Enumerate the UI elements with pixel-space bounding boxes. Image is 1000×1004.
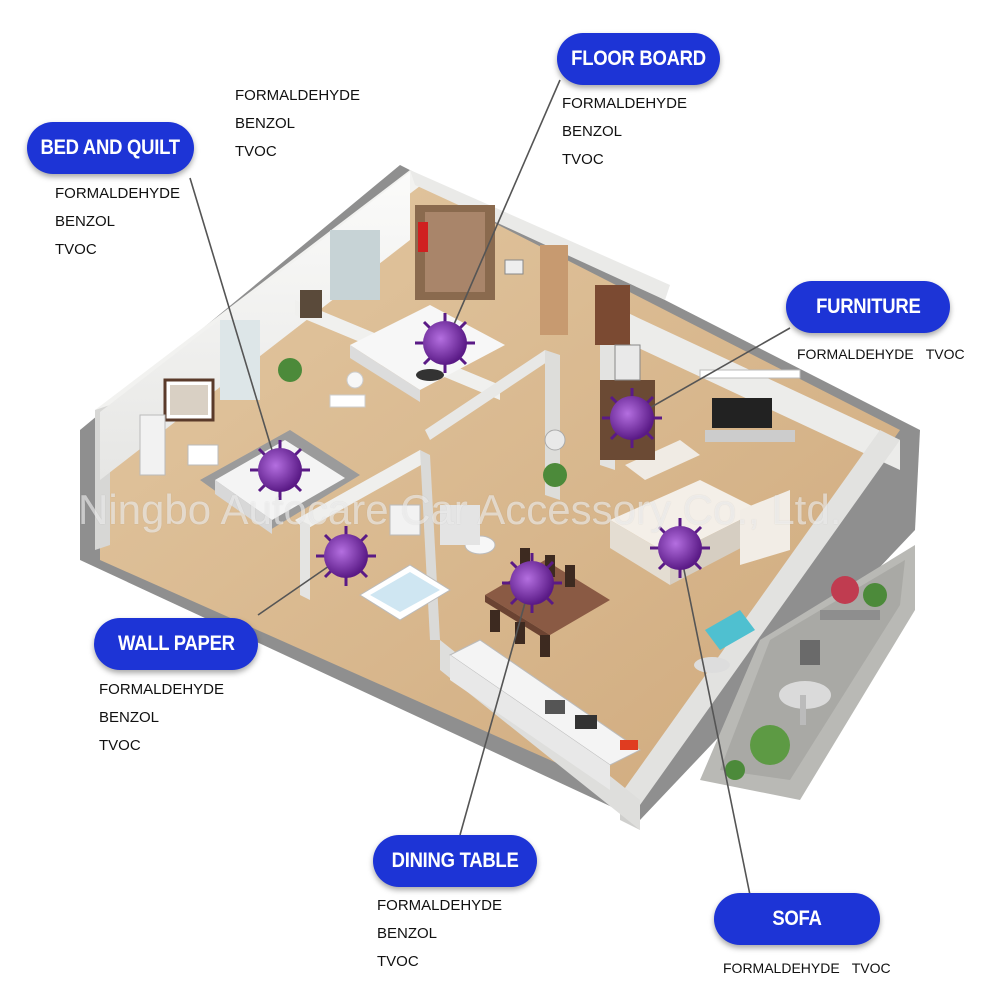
virus-icon [502, 553, 562, 613]
dining-table-title: DINING TABLE [391, 849, 519, 872]
wall-paper-chemicals: FORMALDEHYDE BENZOL TVOC [99, 676, 224, 760]
floor-board-title: FLOOR BOARD [571, 47, 706, 70]
top-chemicals-block: FORMALDEHYDE BENZOL TVOC [235, 82, 360, 166]
chemical-item: TVOC [235, 143, 277, 160]
chemical-item: FORMALDEHYDE [99, 681, 225, 698]
bed-and-quilt-title: BED AND QUILT [40, 136, 181, 159]
dining-table-label: DINING TABLE [373, 835, 537, 887]
chemical-item: TVOC [925, 346, 965, 362]
chemical-item: FORMALDEHYDE [55, 185, 181, 202]
chemical-item: BENZOL [235, 115, 296, 132]
chemical-item: TVOC [562, 151, 604, 168]
sofa-chemicals: FORMALDEHYDE TVOC [723, 960, 903, 976]
bathroom-fixtures [359, 504, 496, 621]
chemical-item: TVOC [99, 737, 141, 754]
chemical-item: BENZOL [55, 213, 116, 230]
chemical-item: BENZOL [377, 925, 438, 942]
chemical-item: BENZOL [99, 709, 160, 726]
virus-markers [250, 313, 710, 613]
bed-and-quilt-chemicals: FORMALDEHYDE BENZOL TVOC [55, 180, 180, 264]
balcony-furniture [725, 576, 887, 780]
sofa-title: SOFA [772, 907, 822, 930]
pointer-furniture [631, 327, 791, 419]
chemical-item: FORMALDEHYDE [377, 897, 503, 914]
virus-icon [415, 313, 475, 373]
bed-and-quilt-label: BED AND QUILT [27, 122, 194, 174]
chemical-item: FORMALDEHYDE [797, 346, 914, 362]
watermark-text: Ningbo Autocare Car Accessory Co., Ltd. [78, 486, 842, 533]
virus-icon [316, 526, 376, 586]
chemical-item: BENZOL [562, 123, 623, 140]
chemical-item: TVOC [55, 241, 97, 258]
chemical-item: TVOC [851, 960, 891, 976]
chemical-item: FORMALDEHYDE [235, 87, 361, 104]
pointer-floor-board [444, 79, 561, 346]
virus-icon [602, 388, 662, 448]
floor-board-label: FLOOR BOARD [557, 33, 720, 85]
chemical-item: FORMALDEHYDE [562, 95, 688, 112]
sofa-label: SOFA [714, 893, 880, 945]
chemical-item: FORMALDEHYDE [723, 960, 840, 976]
virus-icon [250, 440, 310, 500]
pointer-lines [189, 79, 791, 896]
floor-board-chemicals: FORMALDEHYDE BENZOL TVOC [562, 90, 687, 174]
pointer-bed-and-quilt [189, 177, 279, 471]
chemical-item: TVOC [377, 953, 419, 970]
dining-table-chemicals: FORMALDEHYDE BENZOL TVOC [377, 892, 502, 976]
pointer-sofa [679, 549, 751, 896]
wall-paper-label: WALL PAPER [94, 618, 258, 670]
furniture-chemicals: FORMALDEHYDE TVOC [797, 346, 977, 362]
furniture-label: FURNITURE [786, 281, 950, 333]
pointer-dining-table [459, 584, 531, 836]
furniture-title: FURNITURE [815, 295, 921, 318]
virus-icon [650, 518, 710, 578]
wall-paper-title: WALL PAPER [117, 632, 235, 655]
